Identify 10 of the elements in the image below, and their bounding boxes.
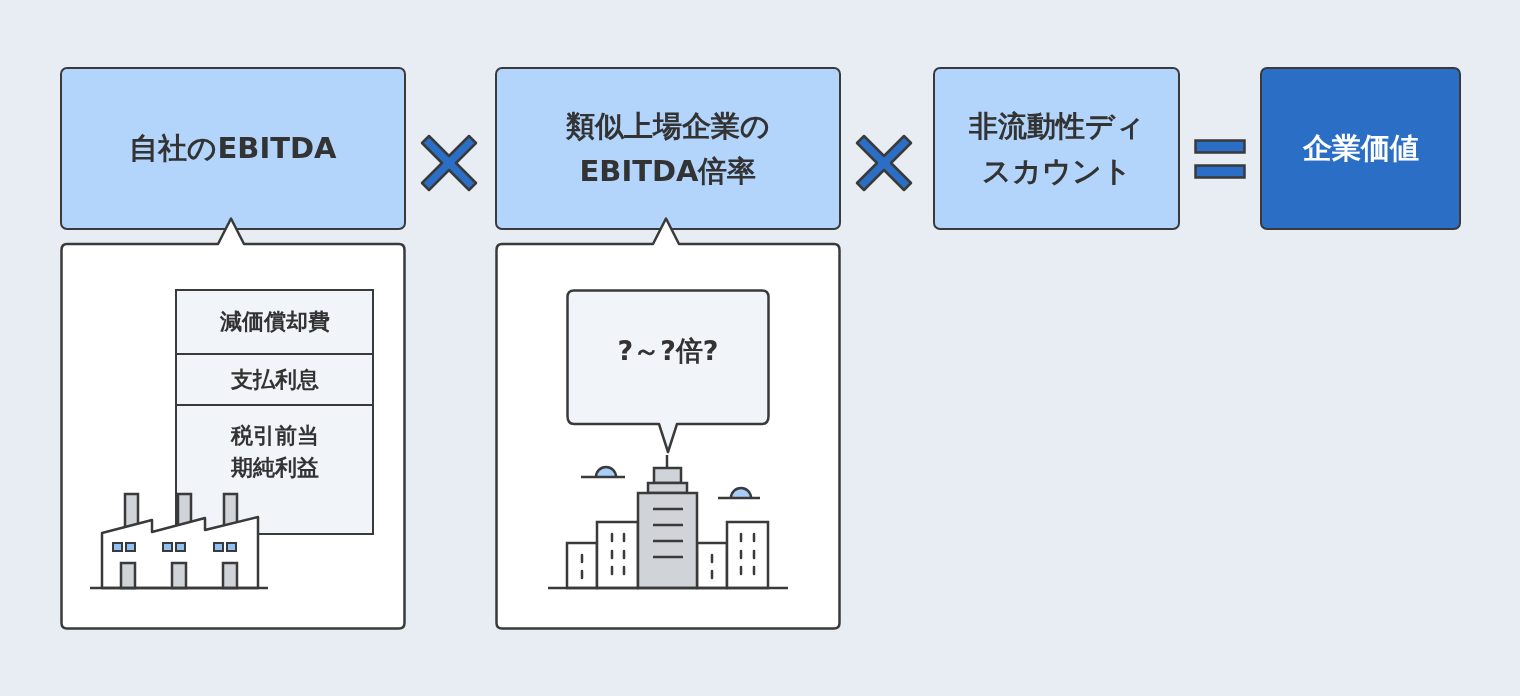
callout-panel	[60, 217, 406, 630]
cost-item-cell: 支払利息	[175, 353, 374, 406]
formula-box: 自社のEBITDA	[60, 67, 406, 230]
result-box: 企業価値	[1260, 67, 1461, 230]
formula-box: 非流動性ディスカウント	[933, 67, 1180, 230]
cost-item-cell: 減価償却費	[175, 289, 374, 355]
formula-box: 類似上場企業のEBITDA倍率	[495, 67, 841, 230]
cost-item-cell: 税引前当期純利益	[175, 404, 374, 535]
speech-bubble: ?～?倍?	[566, 289, 770, 454]
callout-panel	[495, 217, 841, 630]
